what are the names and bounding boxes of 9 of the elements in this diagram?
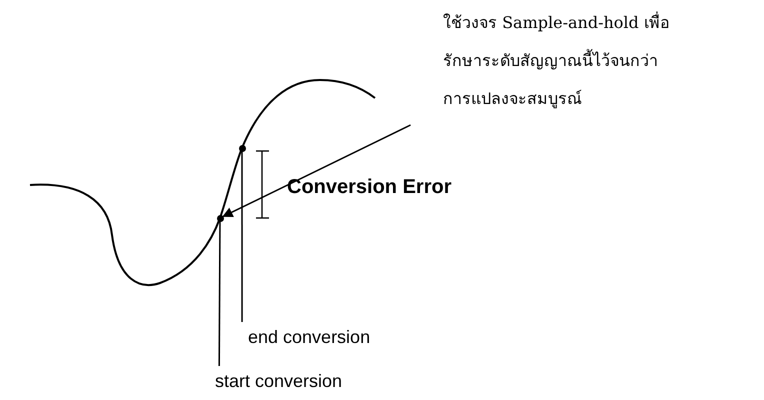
- marker-label: start conversion: [215, 370, 344, 393]
- leader-line: [218, 222, 221, 366]
- leader-arrow: [222, 124, 411, 218]
- sample-point: [238, 144, 246, 152]
- error-label: Conversion Error: [287, 176, 452, 199]
- annotation-note: ใช้วงจร Sample-and-hold เพื่อรักษาระดับสัญญาณนี้ไว้จนกว่าการแปลงจะสมบูรณ์: [443, 10, 671, 110]
- leader-line: [241, 152, 243, 322]
- sample-point: [216, 214, 224, 222]
- marker-label: end conversion: [248, 326, 372, 349]
